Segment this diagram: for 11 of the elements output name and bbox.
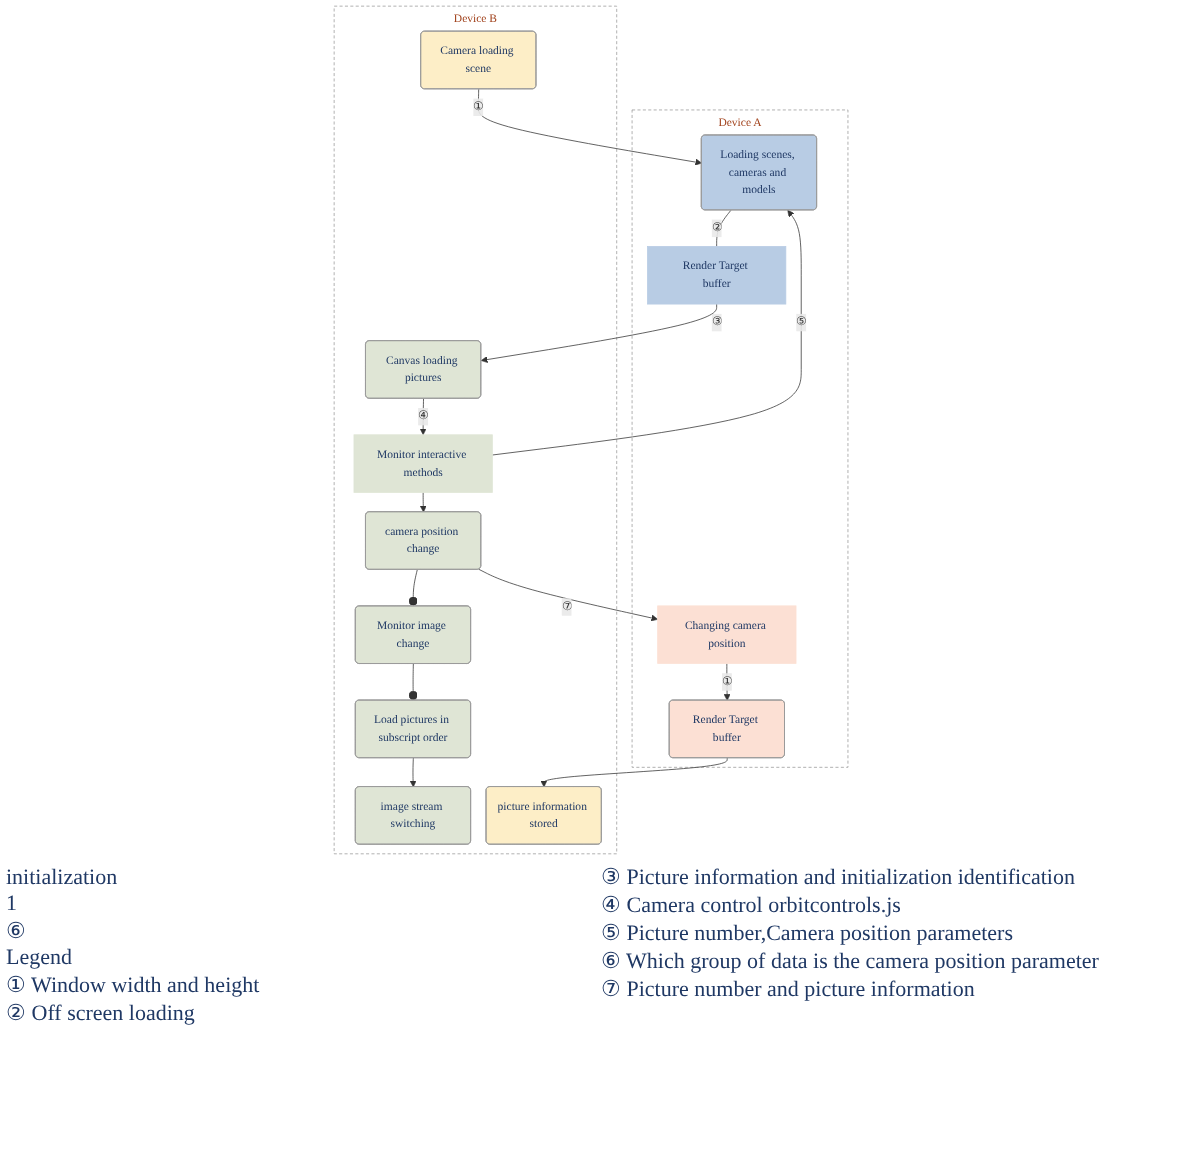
note-text: Legend xyxy=(6,946,74,970)
note-text: 1 xyxy=(6,892,19,916)
note-text: ① Window width and height xyxy=(6,972,262,998)
note-text: ⑦ Picture number and picture information xyxy=(601,976,977,1002)
note-text: ⑤ Picture number,Camera position parameters xyxy=(601,920,1015,946)
note-text: ⑥ xyxy=(6,918,28,944)
note-text: ⑥ Which group of data is the camera position parameter xyxy=(601,948,1101,974)
note-text: initialization xyxy=(6,866,120,890)
note-text: ④ Camera control orbitcontrols.js xyxy=(601,892,903,918)
note-text: ② Off screen loading xyxy=(6,1000,197,1026)
note-text: ③ Picture information and initialization identification xyxy=(601,864,1077,890)
